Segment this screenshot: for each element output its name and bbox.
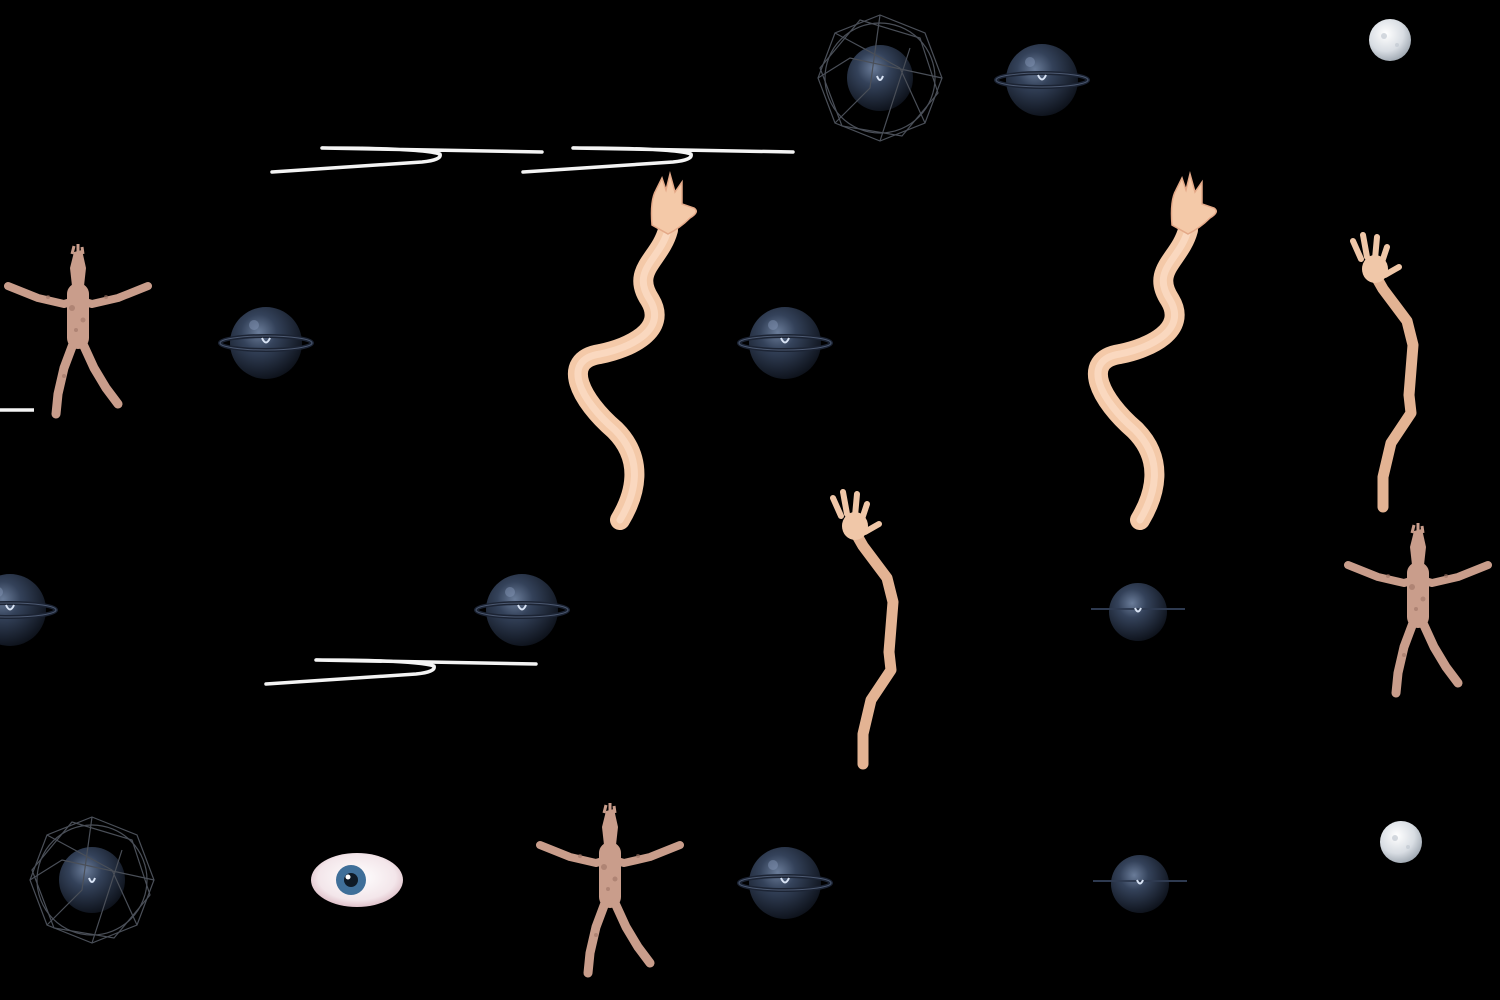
moon <box>1369 19 1411 61</box>
moon <box>1380 821 1422 863</box>
eyeball <box>311 853 403 907</box>
